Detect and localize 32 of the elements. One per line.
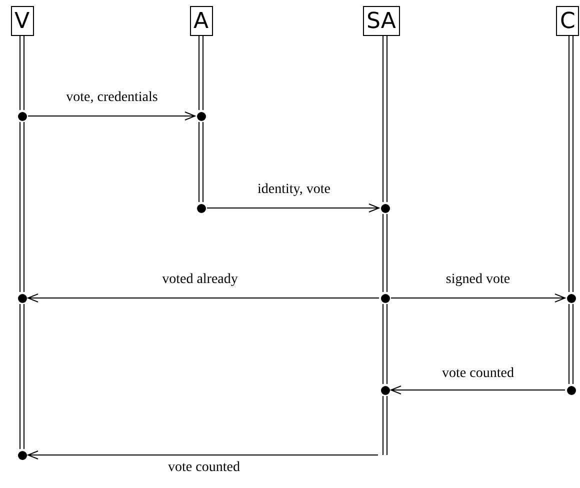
lifeline	[568, 304, 574, 384]
event-dot	[18, 450, 26, 460]
lifeline	[198, 36, 204, 110]
event-dot	[380, 294, 390, 302]
lifeline	[20, 36, 24, 110]
participant-box: C	[556, 6, 580, 36]
arrow	[28, 294, 380, 302]
arrow	[28, 450, 378, 460]
event-dot	[380, 204, 390, 212]
lifeline	[382, 304, 388, 384]
lifeline	[382, 214, 388, 292]
arrow	[390, 294, 566, 302]
edge-label: voted already	[159, 272, 241, 288]
event-dot	[380, 386, 390, 394]
lifeline	[198, 122, 204, 202]
event-dot	[566, 294, 576, 302]
lifeline	[382, 36, 388, 202]
event-dot	[18, 294, 26, 302]
participant-box: A	[190, 6, 213, 36]
event-dot	[18, 112, 26, 120]
lifeline	[20, 304, 24, 450]
arrow	[390, 386, 566, 394]
event-dot	[196, 112, 206, 120]
event-dot	[196, 204, 206, 212]
event-dot	[566, 386, 576, 394]
lifeline	[382, 396, 388, 456]
participant-box: V	[10, 6, 34, 36]
lifeline	[568, 36, 574, 292]
arrow	[206, 204, 380, 212]
lifeline	[20, 122, 24, 292]
participant-box: SA	[362, 6, 400, 36]
arrow	[28, 112, 196, 120]
